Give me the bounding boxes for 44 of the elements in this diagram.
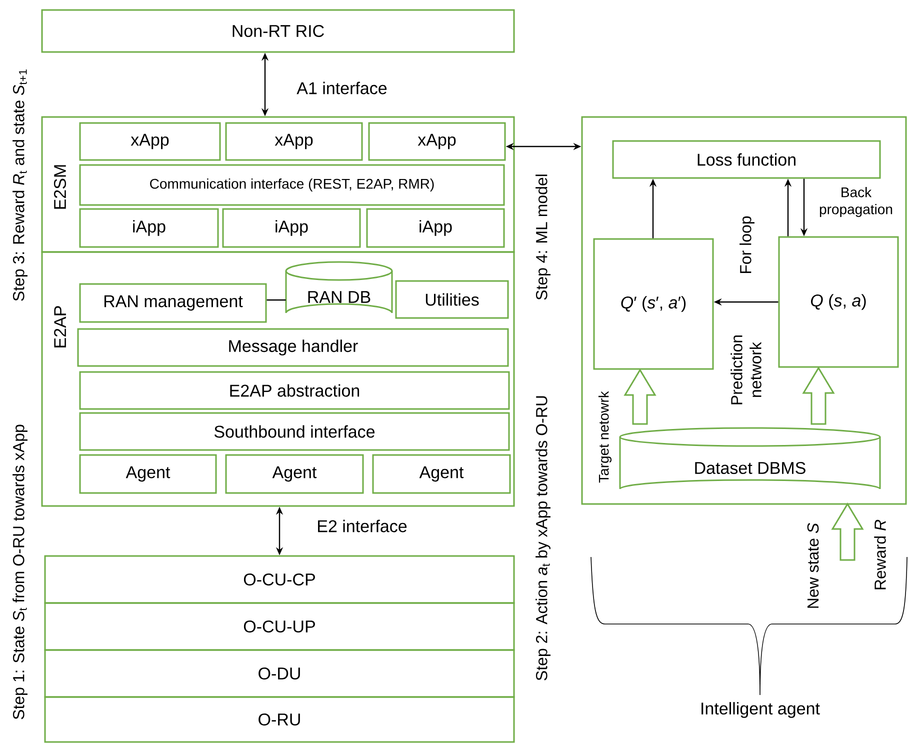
process-box: Communication interface (REST, E2AP, RMR) [79,164,505,206]
annotation-text: For loop [740,216,754,274]
annotation-text: New state S [807,523,819,608]
process-box: O-DU [44,649,515,698]
process-box: xApp [225,122,363,161]
process-box: Agent [79,454,217,494]
step-label: Step 2: Action a$_{t}$ by xApp towards O-RU [536,396,550,680]
process-box: Loss function [612,140,881,179]
process-box: Agent [372,454,511,494]
block-arrow [831,502,864,561]
step-label: Step 3: Reward R$_{t}$ and state S$_{t+1}$ [12,69,28,301]
process-box: iApp [79,208,219,248]
process-box: iApp [366,208,505,248]
annotation-text: Reward R [874,520,886,590]
process-box: xApp [79,122,221,161]
block-arrow [624,368,656,425]
process-box: xApp [368,122,506,161]
process-box: RAN management [79,283,267,323]
annotation-text: Target netowrk [598,391,612,483]
process-box [581,116,907,505]
step-label: Step 4: ML model [536,174,550,300]
process-box: Q′ (s′, a′) [593,238,714,370]
process-box: iApp [222,208,361,248]
step-label: Step 1: State S$_{t}$ from O-RU towards xApp [12,424,28,720]
edge-label: A1 interface [296,82,387,94]
process-box: Message handler [77,328,509,367]
process-box: E2AP abstraction [79,371,510,410]
block-arrow [802,366,835,425]
database-cylinder: Dataset DBMS [619,427,881,490]
process-box: O-CU-CP [44,555,515,604]
process-box: Agent [225,454,364,494]
edge-label: E2 interface [318,520,407,532]
annotation-text: Back propagation [820,186,892,218]
process-box: O-RU [44,696,515,743]
database-cylinder: RAN DB [285,261,393,314]
process-box: Non-RT RIC [41,9,515,53]
annotation-text: Prediction network [730,335,762,404]
process-box: Utilities [395,280,509,319]
process-box: Q (s, a) [778,236,899,368]
caption-text: Intelligent agent [702,702,820,718]
process-box: Southbound interface [79,412,510,451]
process-box: O-CU-UP [44,602,515,651]
node-label: Dataset DBMS [695,462,806,474]
node-label: RAN DB [308,291,370,303]
